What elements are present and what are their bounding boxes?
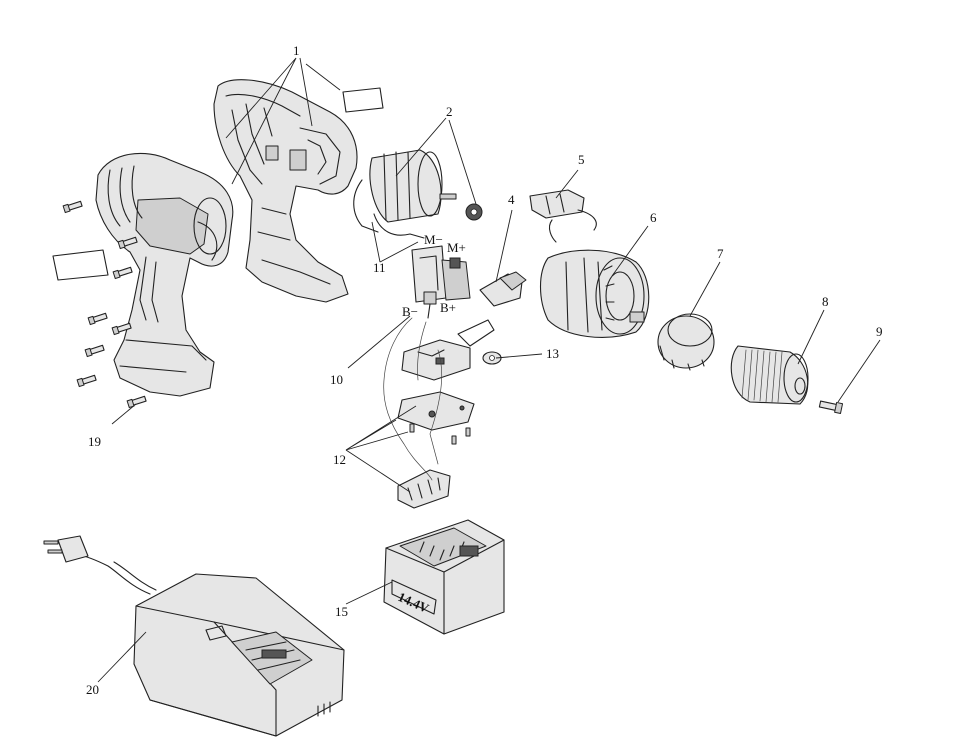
drill-housing-left [95, 152, 234, 397]
callout-9: 9 [876, 324, 883, 339]
terminal-plate-upper [401, 339, 471, 381]
callout-12: 12 [333, 452, 346, 467]
label-plate-top [342, 87, 384, 113]
charger-cable [75, 553, 157, 595]
callout-7: 7 [717, 246, 724, 261]
motor [353, 149, 457, 239]
mark-b-minus: B− [402, 304, 418, 319]
label-plate-left [52, 249, 109, 281]
wiring [383, 317, 443, 481]
trigger-switch [411, 245, 471, 319]
mark-b-plus: B+ [440, 300, 456, 315]
callout-1: 1 [293, 43, 300, 58]
callout-2: 2 [446, 104, 453, 119]
callout-4: 4 [508, 192, 515, 207]
chuck-screw [818, 400, 844, 414]
pcb-plate [397, 391, 475, 431]
callout-11: 11 [373, 260, 386, 275]
gearbox [540, 249, 650, 338]
battery-pack: 14.4V [383, 519, 505, 635]
callout-5: 5 [578, 152, 585, 167]
drill-housing-right [213, 79, 358, 303]
housing-screws [62, 200, 147, 409]
switch-lever [479, 271, 527, 307]
leader-lines [97, 57, 881, 683]
callout-20: 20 [86, 682, 99, 697]
torque-ring [657, 313, 715, 371]
terminal-bracket [457, 319, 495, 347]
callout-6: 6 [650, 210, 657, 225]
mark-m-minus: M− [424, 232, 443, 247]
motor-pinion [465, 203, 483, 221]
chuck [730, 345, 809, 405]
mains-plug [43, 535, 89, 563]
callout-10: 10 [330, 372, 343, 387]
callout-13: 13 [546, 346, 559, 361]
battery-contact-plate [397, 469, 451, 509]
callout-15: 15 [335, 604, 348, 619]
callout-8: 8 [822, 294, 829, 309]
small-screws [409, 423, 471, 445]
charger [133, 573, 345, 737]
mark-m-plus: M+ [447, 240, 466, 255]
clutch-selector [529, 189, 597, 243]
callout-19: 19 [88, 434, 101, 449]
